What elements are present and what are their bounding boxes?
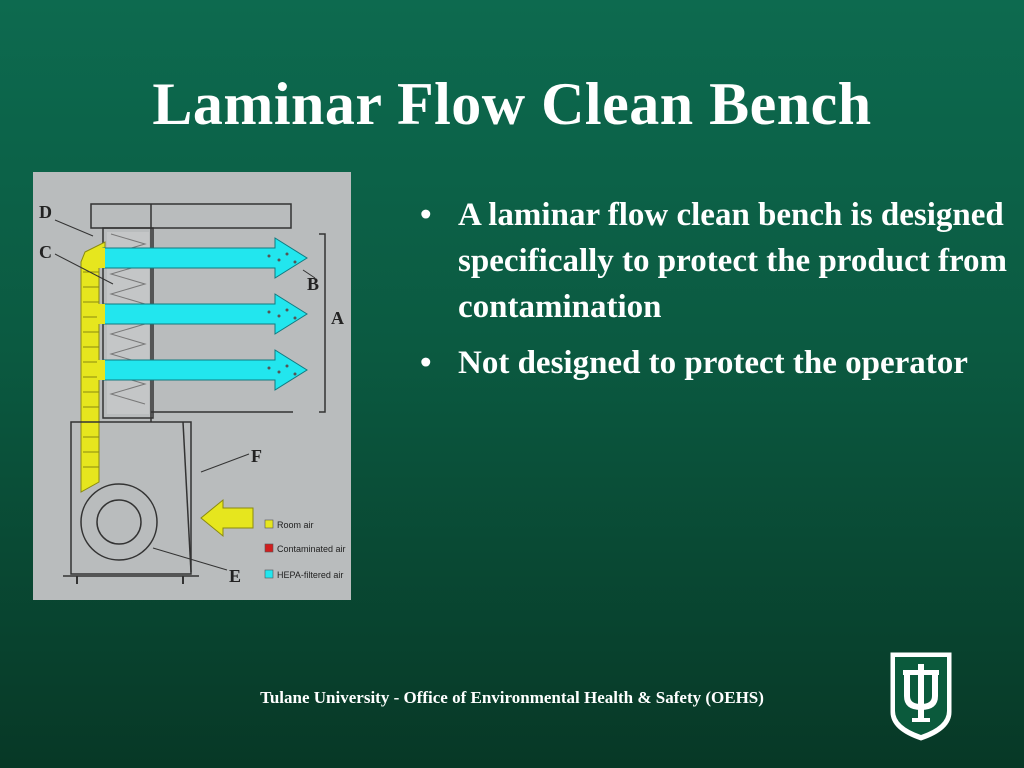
slide-title: Laminar Flow Clean Bench bbox=[152, 71, 872, 137]
bullet-item: Not designed to protect the operator bbox=[418, 340, 1018, 386]
tulane-shield-logo bbox=[890, 652, 952, 741]
label-c: C bbox=[39, 242, 52, 262]
room-air-intake-arrow bbox=[200, 498, 254, 538]
bullet-item: A laminar flow clean bench is designed s… bbox=[418, 192, 1018, 330]
top-housing bbox=[90, 203, 292, 229]
clean-bench-schematic: D C B A F E Room air Contaminated air HE… bbox=[39, 202, 346, 586]
diagram-legend: Room air Contaminated air HEPA-filtered … bbox=[264, 519, 346, 580]
label-a: A bbox=[331, 308, 344, 328]
blower-housing bbox=[70, 421, 192, 575]
laminar-flow-diagram: D C B A F E Room air Contaminated air HE… bbox=[33, 172, 351, 600]
blower-fan bbox=[80, 483, 158, 561]
slide-footer: Tulane University - Office of Environmen… bbox=[260, 688, 764, 707]
legend-room-air: Room air bbox=[277, 520, 314, 530]
label-b: B bbox=[307, 274, 319, 294]
legend-hepa-filtered-air: HEPA-filtered air bbox=[277, 570, 343, 580]
bullet-list: A laminar flow clean bench is designed s… bbox=[418, 192, 1018, 396]
hepa-airflow-arrows bbox=[102, 237, 308, 391]
label-d: D bbox=[39, 202, 52, 222]
bracket-a bbox=[319, 233, 326, 413]
label-f: F bbox=[251, 446, 262, 466]
label-e: E bbox=[229, 566, 241, 586]
legend-contaminated-air: Contaminated air bbox=[277, 544, 346, 554]
